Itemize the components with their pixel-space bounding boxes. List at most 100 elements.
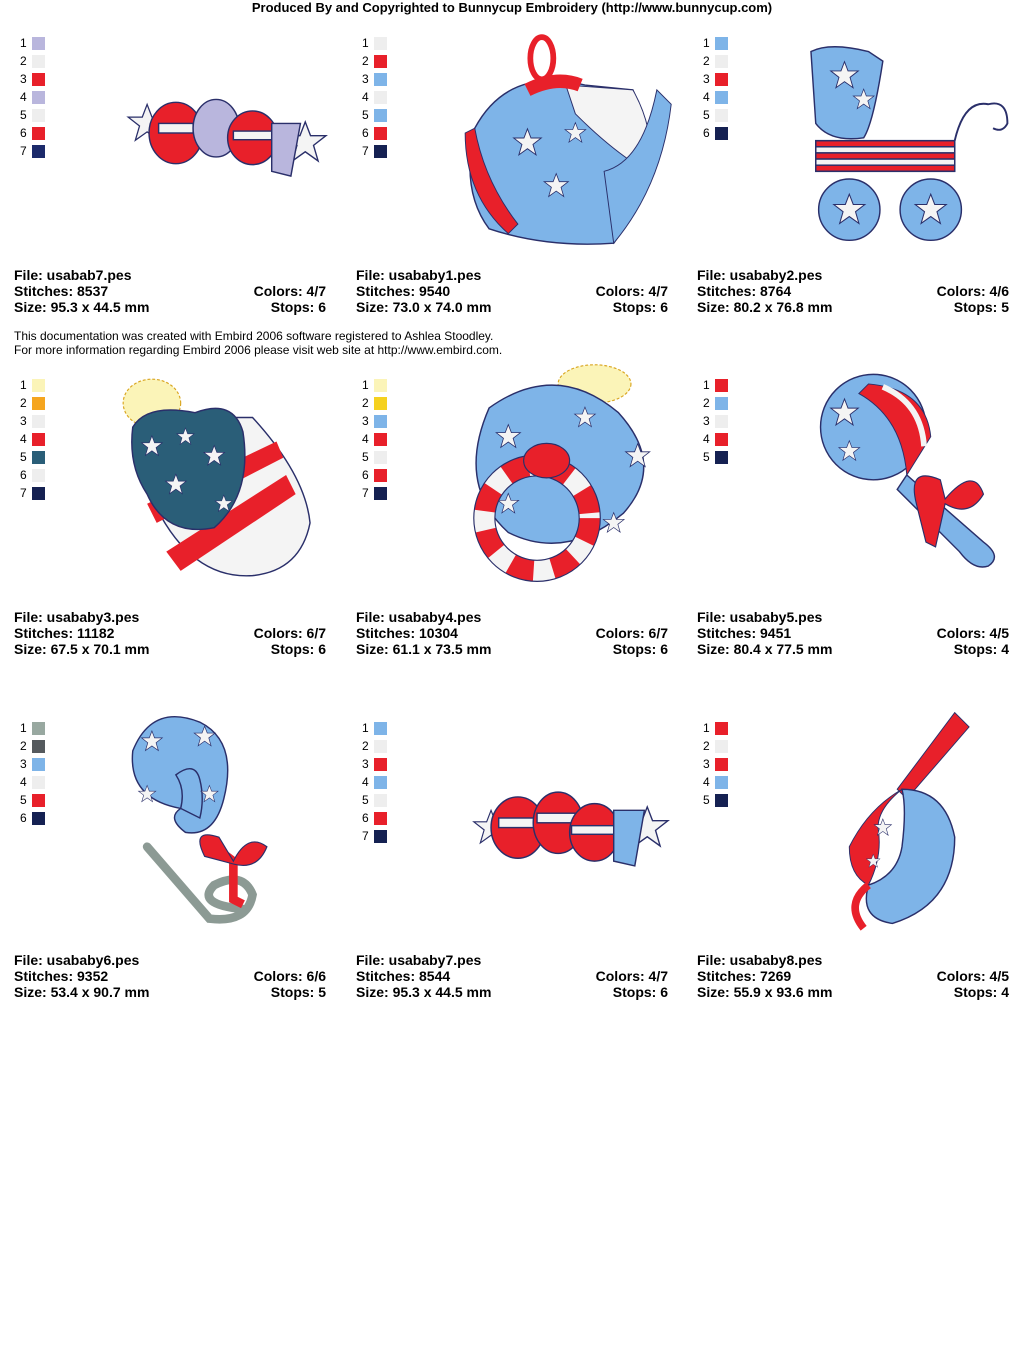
stop-count: Stops: 6 [270,641,326,657]
file-name: File: usababy1.pes [356,267,482,283]
color-swatch-row: 1 [703,34,728,52]
color-swatch-row: 1 [703,719,728,737]
color-swatch-row: 6 [362,809,387,827]
swatch-color [374,72,387,86]
stitch-count: Stitches: 10304 [356,625,458,641]
color-count: Colors: 6/7 [253,625,326,641]
swatch-color [32,450,45,464]
color-count: Colors: 4/5 [936,625,1009,641]
swatch-color [374,378,387,392]
color-count: Colors: 4/7 [253,283,326,299]
color-swatch-row: 5 [20,448,45,466]
color-swatch-row: 4 [20,430,45,448]
swatch-number: 6 [703,126,710,140]
swatch-color [374,468,387,482]
stop-count: Stops: 6 [612,984,668,1000]
swatch-color [715,757,728,771]
swatch-number: 6 [362,126,369,140]
swatch-color [32,793,45,807]
swatch-number: 4 [703,90,710,104]
color-swatch-row: 2 [362,394,387,412]
stitch-count: Stitches: 8764 [697,283,792,299]
color-swatch-row: 5 [703,791,728,809]
swatch-number: 3 [20,72,27,86]
color-swatch-row: 2 [703,394,728,412]
swatch-color [32,72,45,86]
swatch-color [32,757,45,771]
swatch-color [374,36,387,50]
stop-count: Stops: 6 [612,299,668,315]
color-swatch-row: 3 [362,70,387,88]
swatch-number: 5 [362,450,369,464]
file-name: File: usababy3.pes [14,609,140,625]
color-swatch-row: 3 [20,70,45,88]
swatch-color [715,414,728,428]
color-swatch-row: 6 [703,124,728,142]
color-count: Colors: 4/6 [936,283,1009,299]
color-swatch-row: 2 [20,52,45,70]
file-name: File: usababy8.pes [697,952,823,968]
swatch-color [32,378,45,392]
stitch-count: Stitches: 8537 [14,283,109,299]
swatch-number: 4 [362,432,369,446]
swatch-number: 2 [703,396,710,410]
color-swatch-row: 3 [20,412,45,430]
color-swatch-row: 4 [703,430,728,448]
stitch-count: Stitches: 9451 [697,625,792,641]
swatch-color [715,72,728,86]
color-swatch-row: 4 [20,773,45,791]
color-swatch-row: 4 [362,773,387,791]
file-name: File: usababy5.pes [697,609,823,625]
color-swatch-row: 6 [20,809,45,827]
design-size: Size: 80.4 x 77.5 mm [697,641,833,657]
file-name: File: usabab7.pes [14,267,132,283]
swatch-color [374,757,387,771]
stitch-count: Stitches: 9352 [14,968,109,984]
swatch-color [374,432,387,446]
swatch-color [374,108,387,122]
stitch-count: Stitches: 9540 [356,283,451,299]
swatch-color [715,450,728,464]
stop-count: Stops: 5 [953,299,1009,315]
swatch-number: 1 [20,721,27,735]
swatch-number: 3 [362,72,369,86]
stroller-embroidery-image [810,46,1009,242]
color-swatch-row: 7 [20,484,45,502]
design-size: Size: 61.1 x 73.5 mm [356,641,492,657]
baby-word-blue-embroidery-image [473,791,669,867]
color-swatch-row: 5 [703,448,728,466]
color-swatch-row: 1 [20,719,45,737]
swatch-number: 3 [703,414,710,428]
color-swatch-row: 5 [703,106,728,124]
swatch-number: 5 [20,108,27,122]
stop-count: Stops: 6 [612,641,668,657]
swatch-color [374,414,387,428]
swatch-number: 1 [703,378,710,392]
stop-count: Stops: 5 [270,984,326,1000]
swatch-number: 6 [20,126,27,140]
color-swatch-row: 5 [20,791,45,809]
swatch-number: 3 [362,414,369,428]
color-swatch-row: 1 [362,376,387,394]
software-note-line1: This documentation was created with Embi… [14,329,494,343]
color-swatch-row: 4 [703,88,728,106]
swatch-number: 4 [362,775,369,789]
color-swatch-row: 7 [362,142,387,160]
swatch-color [374,90,387,104]
swatch-color [715,396,728,410]
swatch-number: 6 [20,811,27,825]
